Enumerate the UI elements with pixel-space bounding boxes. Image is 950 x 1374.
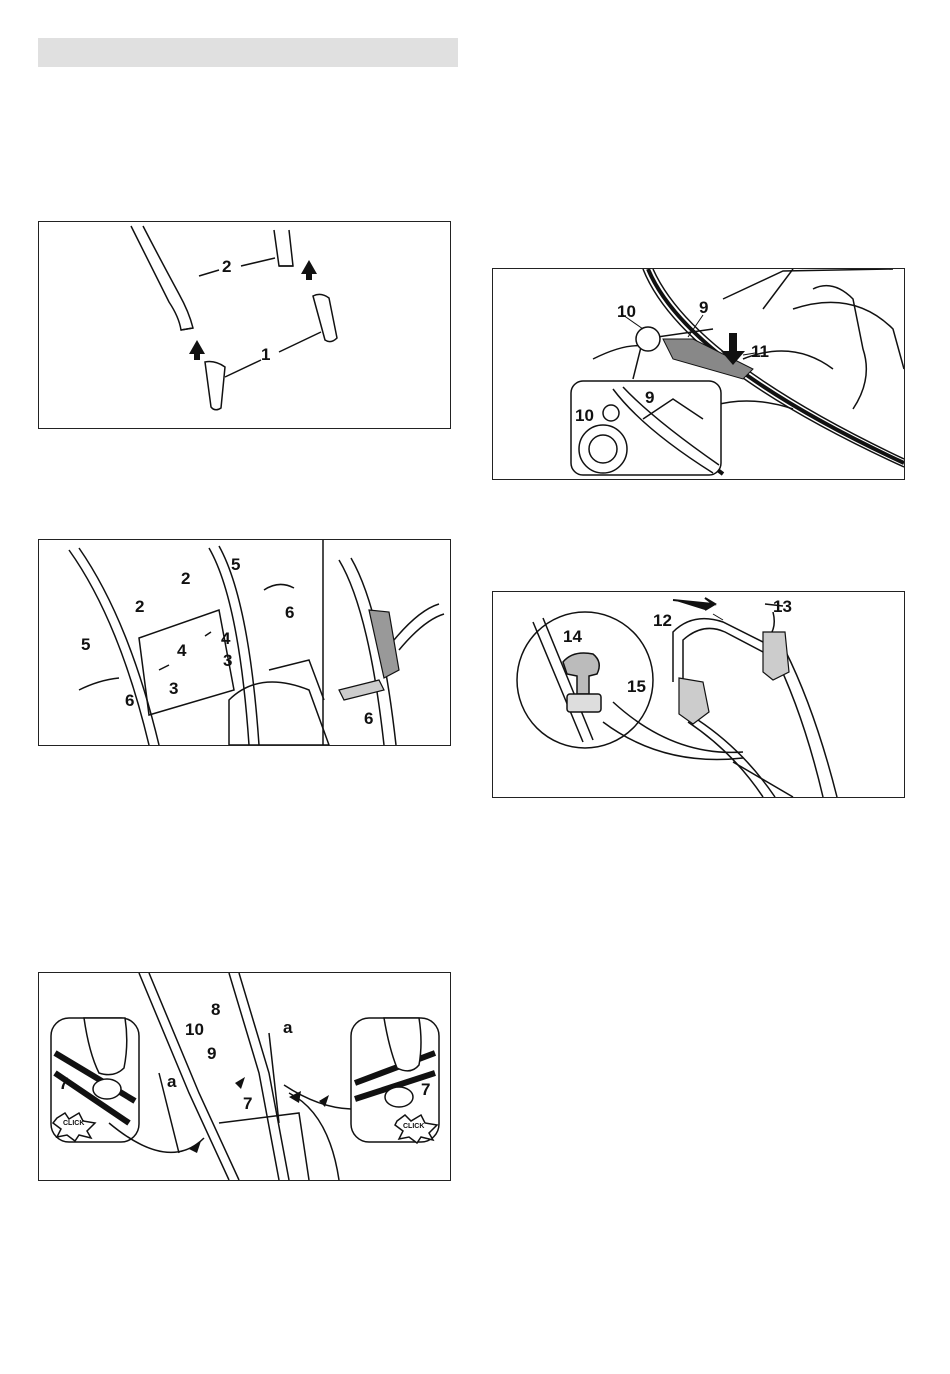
callout-label: 7 (59, 1075, 68, 1092)
section-header-bar (38, 38, 458, 67)
callout-label: 10 (617, 303, 636, 320)
callout-label: 2 (181, 570, 190, 587)
callout-label: 11 (751, 343, 769, 360)
figure-starter-rope: 13 12 14 15 (492, 591, 905, 798)
callout-label: 6 (285, 604, 294, 621)
callout-label: 8 (211, 1001, 220, 1018)
callout-label: 3 (169, 680, 178, 697)
click-label: CLICK (63, 1120, 84, 1127)
callout-label: 3 (223, 652, 232, 669)
callout-label: 9 (645, 389, 654, 406)
figure-handle-insert-drawing (39, 222, 450, 428)
figure-cable-routing: 10 9 11 10 9 (492, 268, 905, 480)
figure-handle-insert: 2 1 (38, 221, 451, 429)
callout-label: 9 (207, 1045, 216, 1062)
callout-label: 5 (231, 556, 240, 573)
figure-handle-mount: 2 2 5 6 4 4 5 3 3 6 6 (38, 539, 451, 746)
callout-label: 12 (653, 612, 672, 629)
callout-label: 14 (563, 628, 582, 645)
callout-label: 4 (177, 642, 186, 659)
callout-label: 13 (773, 598, 792, 615)
figure-cable-clips-drawing (39, 973, 450, 1180)
callout-label: 2 (222, 258, 231, 275)
figure-cable-clips: 8 10 9 a a 7 7 7 CLICK CLICK (38, 972, 451, 1181)
click-label: CLICK (403, 1123, 424, 1130)
callout-label: 9 (699, 299, 708, 316)
callout-label: 7 (243, 1095, 252, 1112)
callout-label: a (167, 1073, 176, 1090)
callout-label: 6 (364, 710, 373, 727)
callout-label: 7 (421, 1081, 430, 1098)
callout-label: 10 (185, 1021, 204, 1038)
callout-label: 15 (627, 678, 646, 695)
callout-label: 2 (135, 598, 144, 615)
callout-label: 5 (81, 636, 90, 653)
callout-label: a (283, 1019, 292, 1036)
callout-label: 4 (221, 630, 230, 647)
figure-starter-rope-drawing (493, 592, 904, 797)
figure-handle-mount-drawing (39, 540, 450, 745)
callout-label: 10 (575, 407, 594, 424)
callout-label: 6 (125, 692, 134, 709)
callout-label: 1 (261, 346, 270, 363)
